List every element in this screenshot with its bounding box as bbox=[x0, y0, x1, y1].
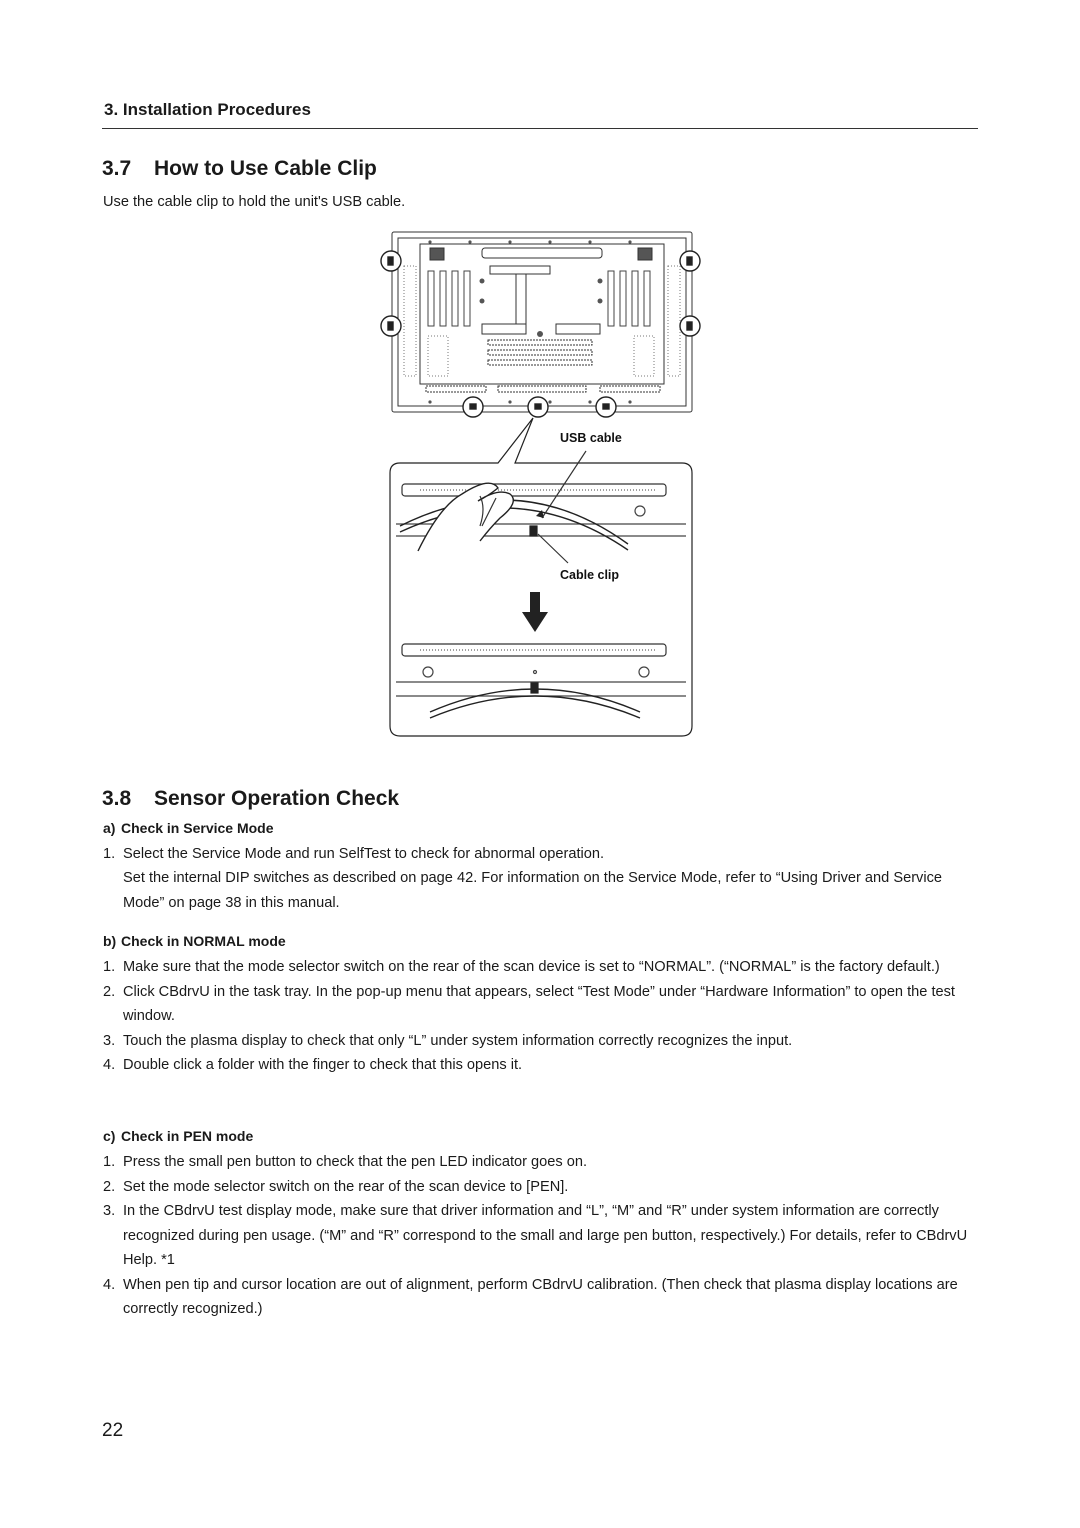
list-item: 4. When pen tip and cursor location are o… bbox=[103, 1273, 976, 1322]
step-text: Set the mode selector switch on the rear… bbox=[123, 1178, 569, 1195]
list-item: 1. Select the Service Mode and run SelfTe… bbox=[103, 842, 973, 867]
chapter-heading: 3. Installation Procedures bbox=[104, 100, 311, 119]
step-text: Click CBdrvU in the task tray. In the po… bbox=[123, 983, 955, 1025]
subsection-a-note: Set the internal DIP switches as describ… bbox=[123, 870, 943, 911]
list-item: 4. Double click a folder with the finger … bbox=[103, 1053, 976, 1078]
step-number: 3. bbox=[103, 1032, 116, 1049]
subsection-letter: b) bbox=[103, 933, 117, 949]
header-rule bbox=[102, 128, 978, 129]
step-number: 1. bbox=[103, 846, 116, 862]
section-number: 3.7 bbox=[102, 157, 132, 180]
subsection-a-steps: 1. Select the Service Mode and run SelfTe… bbox=[103, 842, 973, 867]
subsection-title: Check in NORMAL mode bbox=[121, 933, 286, 949]
section-3-7-heading: 3.7 How to Use Cable Clip bbox=[102, 157, 377, 181]
list-item: 1. Make sure that the mode selector switc… bbox=[103, 955, 976, 980]
subsection-a-heading: a) Check in Service Mode bbox=[103, 820, 274, 836]
step-number: 3. bbox=[103, 1203, 116, 1219]
section-title: How to Use Cable Clip bbox=[154, 157, 377, 180]
list-item: 3. Touch the plasma display to check that… bbox=[103, 1029, 976, 1054]
section-number: 3.8 bbox=[102, 787, 132, 810]
step-number: 2. bbox=[103, 983, 116, 1000]
subsection-b-heading: b)Check in NORMAL mode bbox=[103, 933, 286, 949]
subsection-c-steps: 1. Press the small pen button to check th… bbox=[103, 1150, 976, 1322]
step-text: Touch the plasma display to check that o… bbox=[123, 1032, 793, 1049]
detail-callout bbox=[389, 417, 693, 737]
subsection-b-steps: 1. Make sure that the mode selector switc… bbox=[103, 955, 976, 1078]
list-item: 1. Press the small pen button to check th… bbox=[103, 1150, 976, 1175]
step-number: 1. bbox=[103, 1154, 116, 1170]
step-text: Double click a folder with the finger to… bbox=[123, 1057, 523, 1073]
subsection-c-heading: c) Check in PEN mode bbox=[103, 1128, 253, 1144]
cable-clip-label: Cable clip bbox=[560, 568, 619, 582]
display-rear-panel bbox=[391, 231, 693, 413]
list-item: 2. Click CBdrvU in the task tray. In the … bbox=[103, 980, 976, 1029]
step-text: Make sure that the mode selector switch … bbox=[123, 959, 940, 975]
section-title: Sensor Operation Check bbox=[154, 787, 400, 810]
section-3-8-heading: 3.8 Sensor Operation Check bbox=[102, 787, 399, 811]
usb-cable-label: USB cable bbox=[560, 431, 622, 445]
list-item: 3. In the CBdrvU test display mode, make … bbox=[103, 1199, 976, 1273]
subsection-letter: a) bbox=[103, 820, 116, 836]
subsection-title: Check in Service Mode bbox=[121, 820, 274, 836]
subsection-letter: c) bbox=[103, 1128, 116, 1144]
cable-clip-markers bbox=[380, 250, 701, 418]
step-number: 1. bbox=[103, 959, 116, 975]
step-number: 4. bbox=[103, 1057, 116, 1073]
step-number: 4. bbox=[103, 1276, 116, 1293]
list-item: 2. Set the mode selector switch on the re… bbox=[103, 1175, 976, 1200]
step-number: 2. bbox=[103, 1178, 116, 1195]
step-text: In the CBdrvU test display mode, make su… bbox=[123, 1203, 968, 1268]
cable-clip-figure: USB cable Cable clip bbox=[380, 231, 701, 737]
step-text: Press the small pen button to check that… bbox=[123, 1154, 588, 1170]
step-text: Select the Service Mode and run SelfTest… bbox=[123, 846, 605, 862]
subsection-title: Check in PEN mode bbox=[121, 1128, 254, 1144]
step-text: When pen tip and cursor location are out… bbox=[123, 1276, 958, 1318]
section-3-7-intro: Use the cable clip to hold the unit's US… bbox=[103, 194, 406, 210]
page-number: 22 bbox=[102, 1420, 124, 1441]
